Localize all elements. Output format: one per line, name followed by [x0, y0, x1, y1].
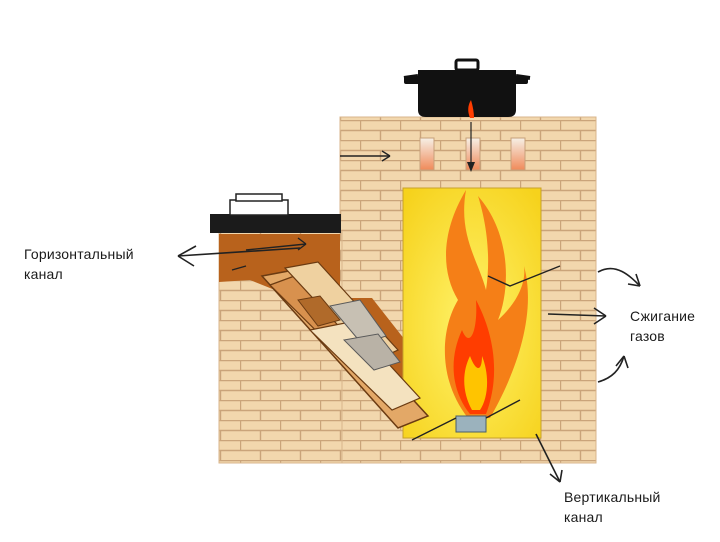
arrow-gas-combustion: [547, 313, 607, 317]
label-arrows: [177, 245, 641, 483]
flow-arrows: [231, 150, 561, 441]
arrow-gas-upper: [597, 267, 641, 287]
label-horizontal-line1: Горизонтальный: [24, 246, 134, 262]
arrow-vertical-channel: [535, 433, 561, 483]
flame-under-pot-icon: [468, 100, 474, 118]
top-vents: [419, 137, 526, 171]
arrow-gas-lower: [597, 355, 625, 383]
ash-tray: [455, 415, 487, 433]
firewood-icon: [260, 261, 430, 429]
label-gas-line2: газов: [630, 328, 665, 344]
label-vertical-channel: Вертикальный канал: [564, 487, 661, 527]
kettle-icon: [210, 193, 341, 233]
heat-arrow-head: [467, 162, 475, 172]
cooking-pot-icon: [403, 58, 531, 117]
label-vertical-line2: канал: [564, 509, 603, 525]
arrow-horizontal-channel: [177, 247, 301, 257]
label-gas-line1: Сжигание: [630, 308, 696, 324]
label-horizontal-channel: Горизонтальный канал: [24, 244, 134, 284]
label-vertical-line1: Вертикальный: [564, 489, 661, 505]
flame-icon: [444, 190, 528, 418]
label-gas-combustion: Сжигание газов: [630, 306, 695, 346]
label-horizontal-line2: канал: [24, 266, 63, 282]
